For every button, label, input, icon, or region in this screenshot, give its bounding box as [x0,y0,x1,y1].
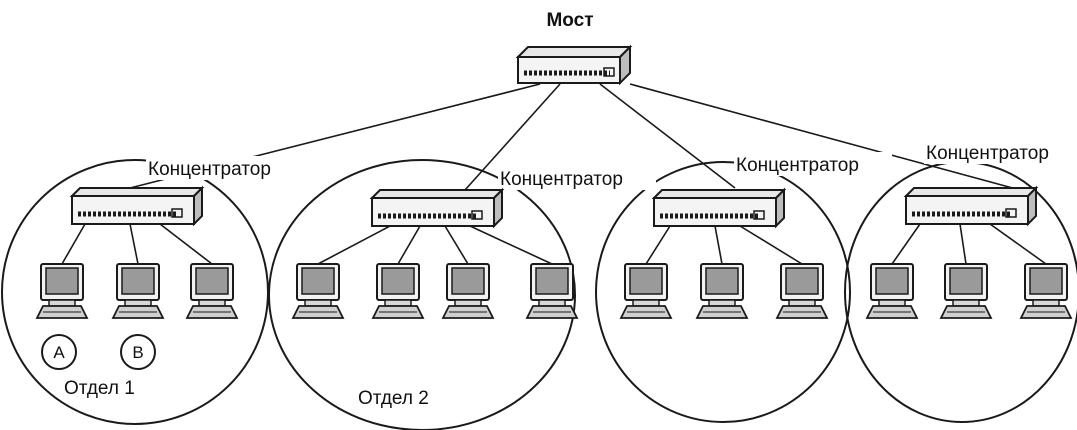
hub-icon [903,185,1039,227]
hub-links [61,223,1047,265]
hub-label-4: Концентратор [926,143,1049,164]
department-circle-2 [268,159,576,430]
hub-label-1: Концентратор [148,159,271,180]
computer-icon [292,263,344,319]
computer-icon [776,263,828,319]
computer-icon [620,263,672,319]
computer-icon [526,263,578,319]
host-letter-a: A [53,343,65,362]
uplink-line [629,83,1021,191]
computer-icon [36,263,88,319]
department-label-2: Отдел 2 [358,388,429,409]
hub-label-2: Концентратор [500,169,623,190]
uplink-line [464,83,561,191]
computer-icon [866,263,918,319]
bridge-icon [515,44,633,86]
department-circle-1 [1,159,269,425]
computer-icon [186,263,238,319]
uplink-line [599,83,736,189]
host-letter-b: B [132,343,143,362]
computer-icon [696,263,748,319]
computer-icon [1020,263,1072,319]
computer-icon [372,263,424,319]
hub-label-3: Концентратор [736,155,859,176]
department-label-1: Отдел 1 [64,378,135,399]
host-marker-a [41,334,77,370]
bridge-label: Мост [546,10,593,31]
computer-icon [442,263,494,319]
hub-icon [69,185,205,227]
hub-icon [651,187,787,229]
department-circle-3 [595,161,851,423]
computer-icon [940,263,992,319]
host-marker-b [120,334,156,370]
hub-icon [369,187,505,229]
computer-icon [112,263,164,319]
